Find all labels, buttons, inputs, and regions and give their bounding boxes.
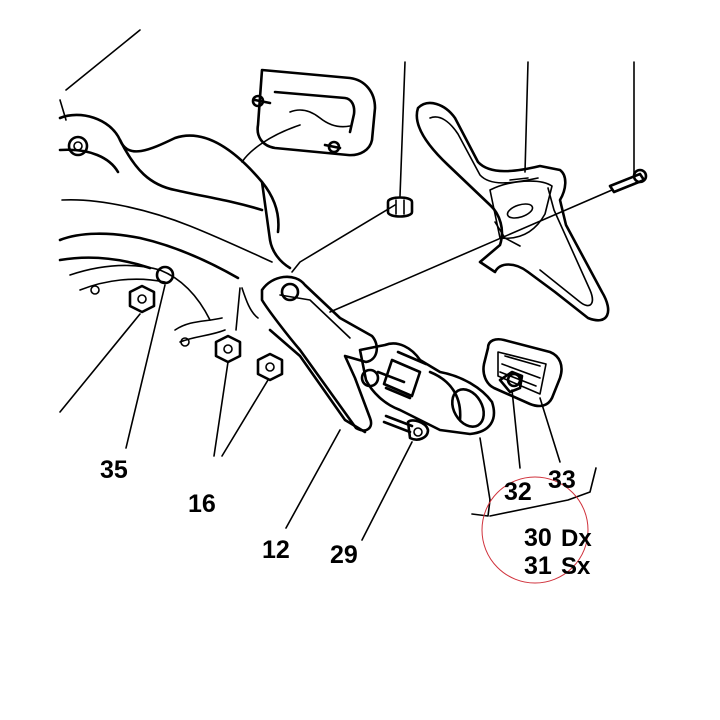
callout-30: 30 bbox=[524, 524, 552, 552]
tail-light-unit bbox=[241, 68, 377, 163]
rear-fender bbox=[58, 113, 292, 347]
nuts bbox=[59, 265, 284, 457]
callout-33: 33 bbox=[548, 466, 576, 494]
callout-31: 31 bbox=[524, 552, 552, 580]
turn-signal-lamp bbox=[358, 342, 496, 501]
license-plate-holder bbox=[415, 101, 610, 322]
lens-and-bulb bbox=[482, 337, 563, 469]
leader-lines bbox=[59, 29, 597, 529]
screw-top bbox=[386, 61, 414, 218]
callout-32: 32 bbox=[504, 478, 532, 506]
bolt-29 bbox=[361, 414, 430, 541]
callout-16: 16 bbox=[188, 490, 216, 518]
callout-31-suffix: Sx bbox=[561, 553, 591, 580]
turn-signal-bracket bbox=[235, 204, 396, 434]
bolt-top-right bbox=[329, 61, 648, 313]
callout-12: 12 bbox=[262, 536, 290, 564]
callout-30-suffix: Dx bbox=[561, 525, 592, 552]
callout-29: 29 bbox=[330, 541, 358, 569]
callout-35: 35 bbox=[100, 456, 128, 484]
highlight-circle bbox=[481, 476, 589, 584]
